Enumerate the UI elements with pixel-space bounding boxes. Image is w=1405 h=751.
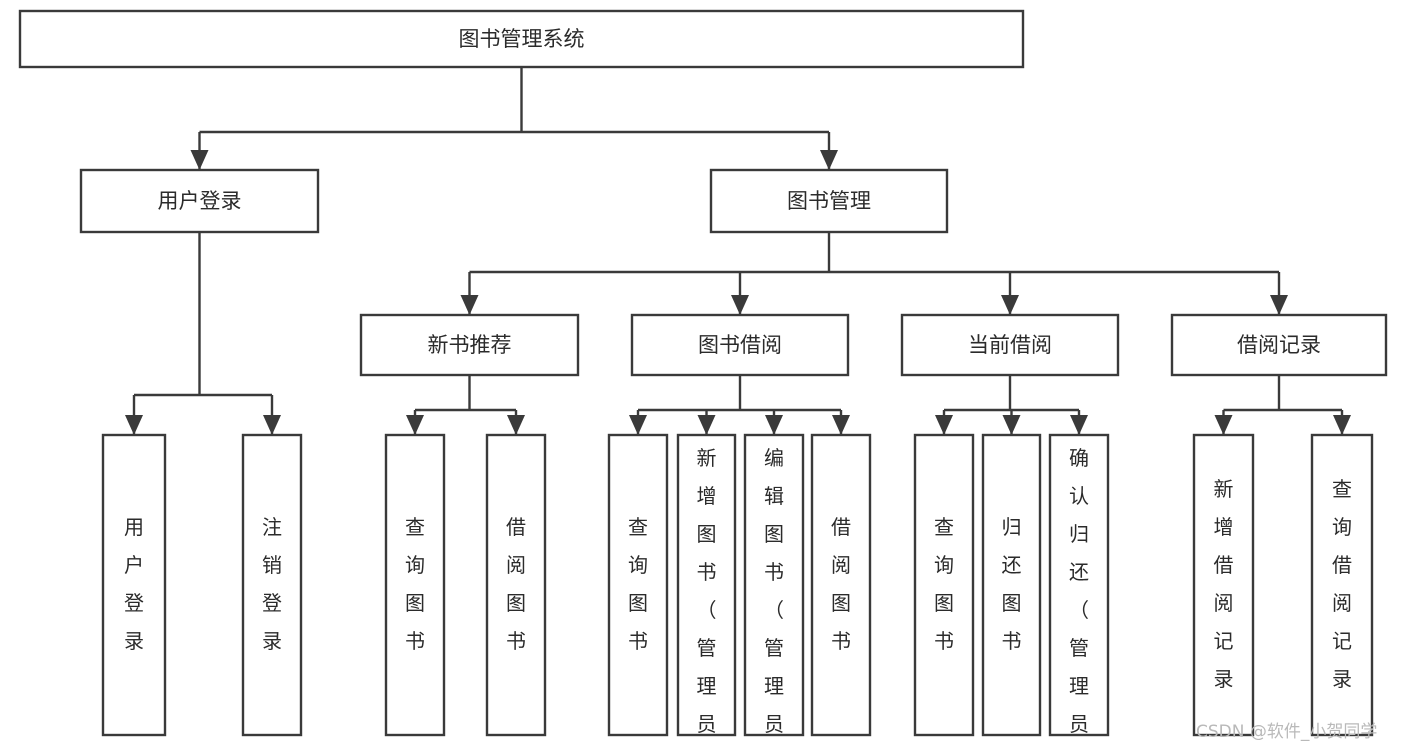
arrow-head-icon bbox=[629, 415, 647, 435]
arrow-head-icon bbox=[1214, 415, 1233, 435]
node-用户登录-box bbox=[101, 433, 167, 737]
node-图书管理-label: 图书管理 bbox=[787, 189, 871, 213]
node-借阅记录-label: 借阅记录 bbox=[1237, 333, 1321, 357]
node-用户登录-label: 用户登录 bbox=[124, 515, 144, 653]
boxes-layer: 图书管理系统用户登录图书管理新书推荐图书借阅当前借阅借阅记录用户登录注销登录查询… bbox=[18, 9, 1388, 751]
arrow-head-icon bbox=[731, 295, 749, 315]
node-新书推荐-box bbox=[359, 313, 580, 377]
arrow-head-icon bbox=[190, 150, 209, 170]
node-归还图书-box bbox=[981, 433, 1042, 737]
node-借阅图书-label: 借阅图书 bbox=[831, 515, 851, 653]
node-查询借阅记录: 查询借阅记录 bbox=[1310, 433, 1374, 737]
node-查询图书-label: 查询图书 bbox=[934, 515, 954, 653]
node-借阅图书: 借阅图书 bbox=[810, 433, 872, 737]
node-用户登录: 用户登录 bbox=[101, 433, 167, 737]
node-查询借阅记录-box bbox=[1310, 433, 1374, 737]
node-查询借阅记录-label: 查询借阅记录 bbox=[1332, 477, 1352, 691]
node-图书管理-box bbox=[709, 168, 949, 234]
node-用户登录-label: 用户登录 bbox=[158, 189, 242, 213]
node-新增借阅记录-box bbox=[1192, 433, 1255, 737]
arrow-head-icon bbox=[263, 415, 281, 435]
node-借阅图书: 借阅图书 bbox=[485, 433, 547, 737]
connectors-layer bbox=[125, 67, 1351, 435]
node-当前借阅-box bbox=[900, 313, 1120, 377]
arrow-head-icon bbox=[1001, 295, 1019, 315]
node-当前借阅-label: 当前借阅 bbox=[968, 333, 1052, 357]
node-确认归还管理员-box bbox=[1048, 433, 1110, 737]
node-注销登录: 注销登录 bbox=[241, 433, 303, 737]
watermark: CSDN @软件_小贺同学 bbox=[1196, 722, 1377, 742]
arrow-head-icon bbox=[460, 295, 479, 315]
node-查询图书: 查询图书 bbox=[607, 433, 669, 737]
node-图书管理系统-box bbox=[18, 9, 1025, 69]
node-确认归还管理员: 确认归还（管理员） bbox=[1048, 433, 1110, 751]
node-归还图书-label: 归还图书 bbox=[1002, 515, 1022, 653]
arrow-head-icon bbox=[1270, 295, 1288, 315]
node-新增图书管理员: 新增图书（管理员） bbox=[676, 433, 737, 751]
node-图书管理系统: 图书管理系统 bbox=[18, 9, 1025, 69]
node-查询图书-box bbox=[607, 433, 669, 737]
node-用户登录-box bbox=[79, 168, 320, 234]
node-编辑图书管理员-box bbox=[743, 433, 805, 737]
node-借阅记录-box bbox=[1170, 313, 1388, 377]
arrow-head-icon bbox=[125, 415, 143, 435]
arrow-head-icon bbox=[935, 415, 953, 435]
node-查询图书-label: 查询图书 bbox=[628, 515, 648, 653]
arrow-head-icon bbox=[406, 415, 424, 435]
node-新增借阅记录-label: 新增借阅记录 bbox=[1214, 477, 1234, 691]
node-借阅图书-box bbox=[485, 433, 547, 737]
node-归还图书: 归还图书 bbox=[981, 433, 1042, 737]
node-查询图书-box bbox=[913, 433, 975, 737]
node-用户登录: 用户登录 bbox=[79, 168, 320, 234]
node-新书推荐: 新书推荐 bbox=[359, 313, 580, 377]
node-注销登录-label: 注销登录 bbox=[262, 515, 282, 653]
node-借阅记录: 借阅记录 bbox=[1170, 313, 1388, 377]
arrow-head-icon bbox=[1070, 415, 1088, 435]
arrow-head-icon bbox=[765, 415, 783, 435]
arrow-head-icon bbox=[507, 415, 525, 435]
node-查询图书-box bbox=[384, 433, 446, 737]
arrow-head-icon bbox=[820, 150, 838, 170]
node-新增图书管理员-box bbox=[676, 433, 737, 737]
node-确认归还管理员-label: 确认归还（管理员） bbox=[1069, 446, 1089, 748]
node-编辑图书管理员: 编辑图书（管理员） bbox=[743, 433, 805, 751]
node-查询图书-label: 查询图书 bbox=[405, 515, 425, 653]
node-借阅图书-box bbox=[810, 433, 872, 737]
node-查询图书: 查询图书 bbox=[384, 433, 446, 737]
arrow-head-icon bbox=[697, 415, 716, 435]
node-借阅图书-label: 借阅图书 bbox=[506, 515, 526, 653]
node-图书管理系统-label: 图书管理系统 bbox=[459, 27, 585, 51]
node-注销登录-box bbox=[241, 433, 303, 737]
node-图书借阅: 图书借阅 bbox=[630, 313, 850, 377]
node-查询图书: 查询图书 bbox=[913, 433, 975, 737]
node-当前借阅: 当前借阅 bbox=[900, 313, 1120, 377]
arrow-head-icon bbox=[1002, 415, 1021, 435]
node-新增图书管理员-label: 新增图书（管理员） bbox=[697, 446, 717, 748]
node-新增借阅记录: 新增借阅记录 bbox=[1192, 433, 1255, 737]
node-图书管理: 图书管理 bbox=[709, 168, 949, 234]
node-图书借阅-box bbox=[630, 313, 850, 377]
arrow-head-icon bbox=[832, 415, 850, 435]
node-图书借阅-label: 图书借阅 bbox=[698, 333, 782, 357]
node-新书推荐-label: 新书推荐 bbox=[428, 333, 512, 357]
arrow-head-icon bbox=[1333, 415, 1351, 435]
